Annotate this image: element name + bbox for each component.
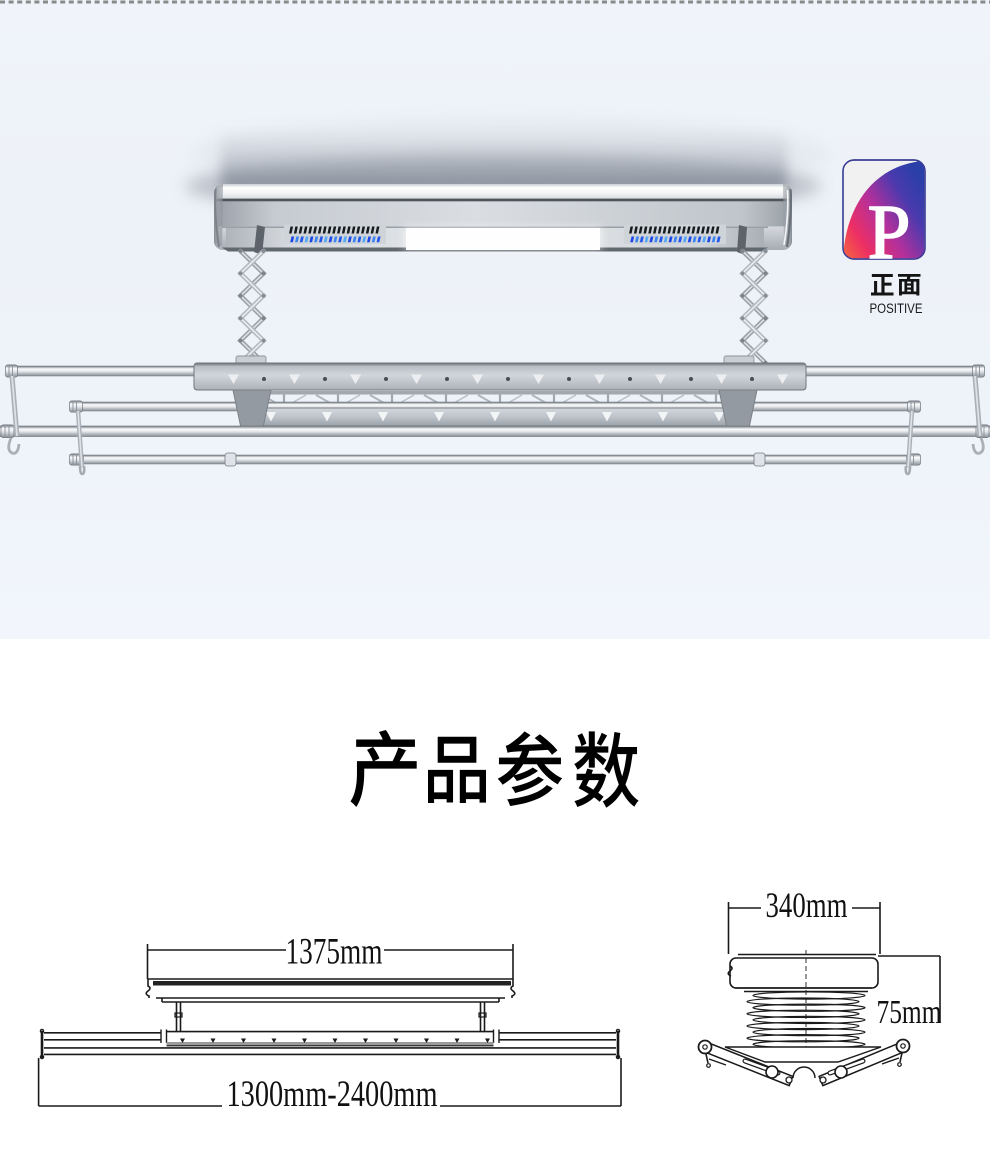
svg-text:1300mm-2400mm: 1300mm-2400mm: [227, 1074, 438, 1115]
svg-text:POSITIVE: POSITIVE: [870, 301, 923, 316]
svg-text:340mm: 340mm: [766, 885, 848, 925]
svg-text:75mm: 75mm: [877, 994, 942, 1031]
svg-text:1375mm: 1375mm: [286, 932, 383, 973]
svg-text:P: P: [868, 189, 911, 275]
